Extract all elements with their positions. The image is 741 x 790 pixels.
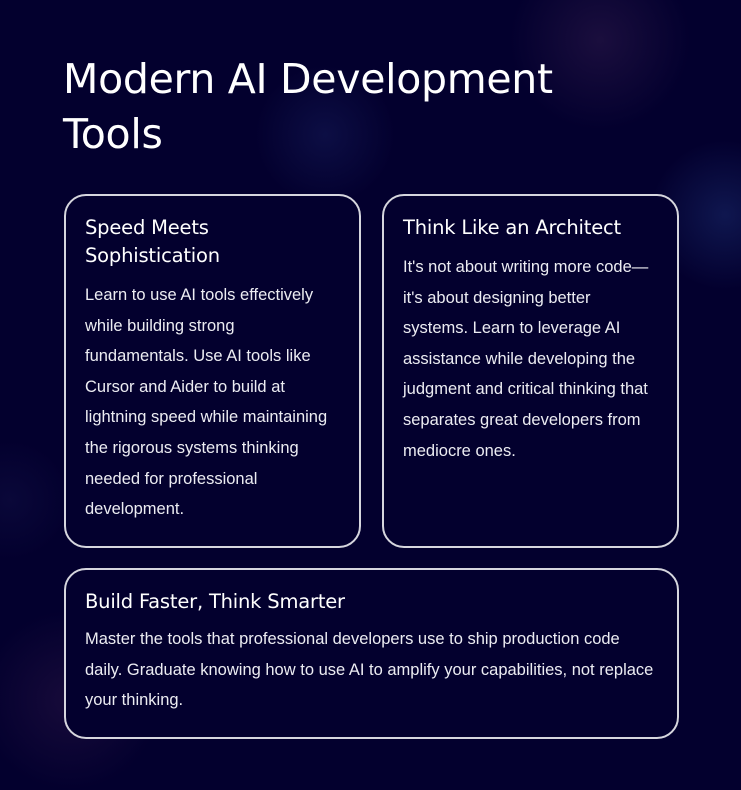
page-title: Modern AI Development Tools bbox=[63, 55, 553, 158]
card-description: Learn to use AI tools effectively while … bbox=[85, 286, 328, 519]
feature-card-speed-meets-sophistication: Speed Meets Sophistication Learn to use … bbox=[64, 194, 361, 548]
card-description: Master the tools that professional devel… bbox=[85, 630, 654, 710]
card-description: It's not about writing more code—it's ab… bbox=[403, 258, 649, 460]
card-title: Speed Meets Sophistication bbox=[85, 216, 220, 267]
card-title: Build Faster, Think Smarter bbox=[85, 590, 345, 613]
card-title: Think Like an Architect bbox=[403, 216, 621, 239]
feature-card-think-like-an-architect: Think Like an Architect It's not about w… bbox=[382, 194, 679, 548]
feature-card-build-faster-think-smarter: Build Faster, Think Smarter Master the t… bbox=[64, 568, 679, 739]
